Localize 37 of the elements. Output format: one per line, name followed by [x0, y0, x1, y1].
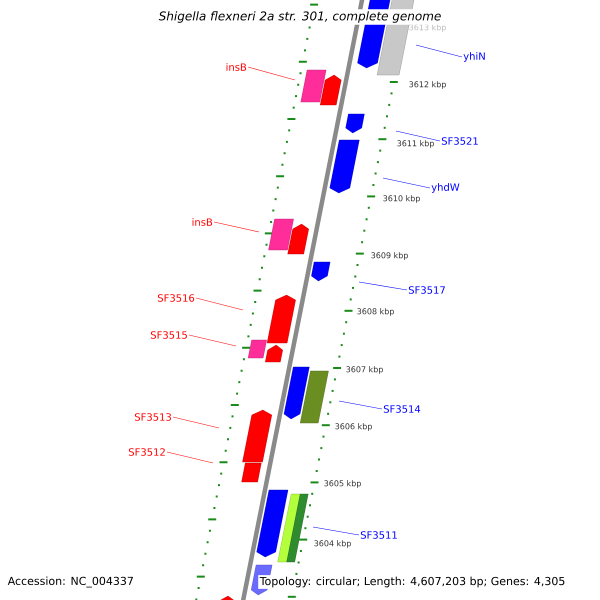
gene-label: SF3513 [134, 413, 171, 421]
gene-label: insB [226, 63, 246, 71]
gene-label: SF3516 [158, 294, 194, 302]
gene-label: yhdW [432, 183, 460, 193]
gene-label: insB [192, 218, 212, 226]
scale-label: 3609 kbp [371, 252, 408, 260]
gene-label: SF3521 [442, 137, 478, 145]
title: Shigella flexneri 2a str. 301, complete genome [156, 9, 444, 25]
gene-label: SF3511 [360, 531, 397, 539]
scale-label: 3612 kbp [409, 81, 446, 89]
leader-line [166, 452, 214, 464]
scale-label: 3605 kbp [324, 480, 361, 488]
topology-text: Topology: circular; Length: 4,607,203 bp; Genes: 4,305 [258, 575, 567, 589]
leader-line [248, 66, 296, 80]
leader-line [358, 282, 408, 290]
leader-line [338, 400, 382, 410]
leader-line [312, 526, 360, 536]
scale-label: 3611 kbp [397, 140, 434, 148]
leader-line [188, 334, 236, 346]
gene-label: SF3514 [384, 405, 420, 413]
gene-label: SF3515 [150, 331, 187, 339]
scale-label: 3610 kbp [383, 195, 420, 203]
gene-label: yhiN [464, 52, 485, 62]
leader-line [396, 130, 440, 142]
leader-line [382, 178, 430, 188]
leader-line [416, 44, 462, 58]
leader-line [196, 298, 244, 310]
gene-label: SF3517 [408, 286, 445, 294]
scale-label: 3613 kbp [409, 24, 446, 32]
gene-label: SF3512 [128, 448, 165, 456]
scale-label: 3607 kbp [346, 366, 383, 374]
scale-label: 3604 kbp [314, 540, 351, 548]
scale-label: 3608 kbp [357, 308, 394, 316]
accession-text: Accession: NC_004337 [6, 575, 136, 589]
scale-label: 3606 kbp [335, 423, 372, 431]
leader-line [172, 416, 220, 428]
leader-line [214, 222, 260, 232]
